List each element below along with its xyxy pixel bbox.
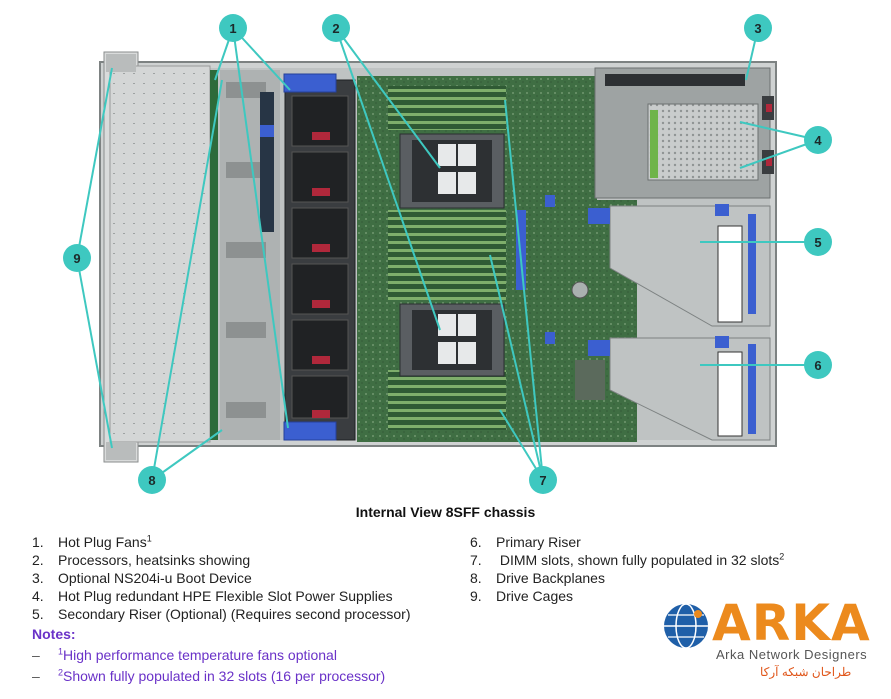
legend-item: 9.Drive Cages xyxy=(470,588,574,604)
callout-2-label: 2 xyxy=(332,21,339,36)
callout-3: 3 xyxy=(744,14,772,42)
drive-backplanes xyxy=(210,70,280,440)
notes-title: Notes: xyxy=(32,626,76,642)
callout-1: 1 xyxy=(219,14,247,42)
callout-6: 6 xyxy=(804,351,832,379)
note-item: –2Shown fully populated in 32 slots (16 … xyxy=(32,667,386,684)
legend-item: 2.Processors, heatsinks showing xyxy=(32,552,251,568)
logo-wordmark: ARKA xyxy=(712,594,871,652)
callout-6-label: 6 xyxy=(814,358,821,373)
power-supply-bay xyxy=(647,96,774,181)
legend-item: 7. DIMM slots, shown fully populated in … xyxy=(470,551,785,568)
processor-heatsink-1 xyxy=(399,133,505,209)
notes-section: Notes: –1High performance temperature fa… xyxy=(32,624,385,687)
fan-cage xyxy=(283,73,356,441)
logo-tagline: Arka Network Designers xyxy=(716,647,868,662)
legend-item: 1.Hot Plug Fans1 xyxy=(32,533,152,550)
drive-cages xyxy=(103,51,211,463)
logo-persian: طراحان شبکه آرکا xyxy=(760,665,852,679)
legend-list-left: 1.Hot Plug Fans1 2.Processors, heatsinks… xyxy=(32,533,410,623)
diagram-caption: Internal View 8SFF chassis xyxy=(355,504,536,520)
callout-1-label: 1 xyxy=(229,21,236,36)
callout-4-label: 4 xyxy=(814,133,822,148)
arka-logo: ARKA Arka Network Designers طراحان شبکه … xyxy=(660,594,875,690)
legend-item: 4.Hot Plug redundant HPE Flexible Slot P… xyxy=(32,588,393,604)
fan-modules xyxy=(291,95,349,419)
globe-icon xyxy=(664,603,708,649)
callout-5: 5 xyxy=(804,228,832,256)
callout-8-label: 8 xyxy=(148,473,155,488)
callout-9: 9 xyxy=(63,244,91,272)
callout-4: 4 xyxy=(804,126,832,154)
legend-item: 6.Primary Riser xyxy=(470,534,581,550)
callout-7: 7 xyxy=(529,466,557,494)
callout-9-label: 9 xyxy=(73,251,80,266)
callout-5-label: 5 xyxy=(814,235,821,250)
legend-list-right: 6.Primary Riser 7. DIMM slots, shown ful… xyxy=(470,533,784,605)
callout-7-label: 7 xyxy=(539,473,546,488)
callout-3-label: 3 xyxy=(754,21,761,36)
callout-2: 2 xyxy=(322,14,350,42)
legend-item: 3.Optional NS204i-u Boot Device xyxy=(32,570,252,586)
dimm-slots xyxy=(388,86,506,430)
chassis-diagram: 1 2 3 4 5 6 7 8 9 xyxy=(63,14,832,494)
callout-8: 8 xyxy=(138,466,166,494)
legend-item: 8.Drive Backplanes xyxy=(470,570,605,586)
note-item: –1High performance temperature fans opti… xyxy=(32,646,337,663)
legend-item: 5.Secondary Riser (Optional) (Requires s… xyxy=(32,606,411,622)
processor-heatsink-2 xyxy=(399,303,505,377)
